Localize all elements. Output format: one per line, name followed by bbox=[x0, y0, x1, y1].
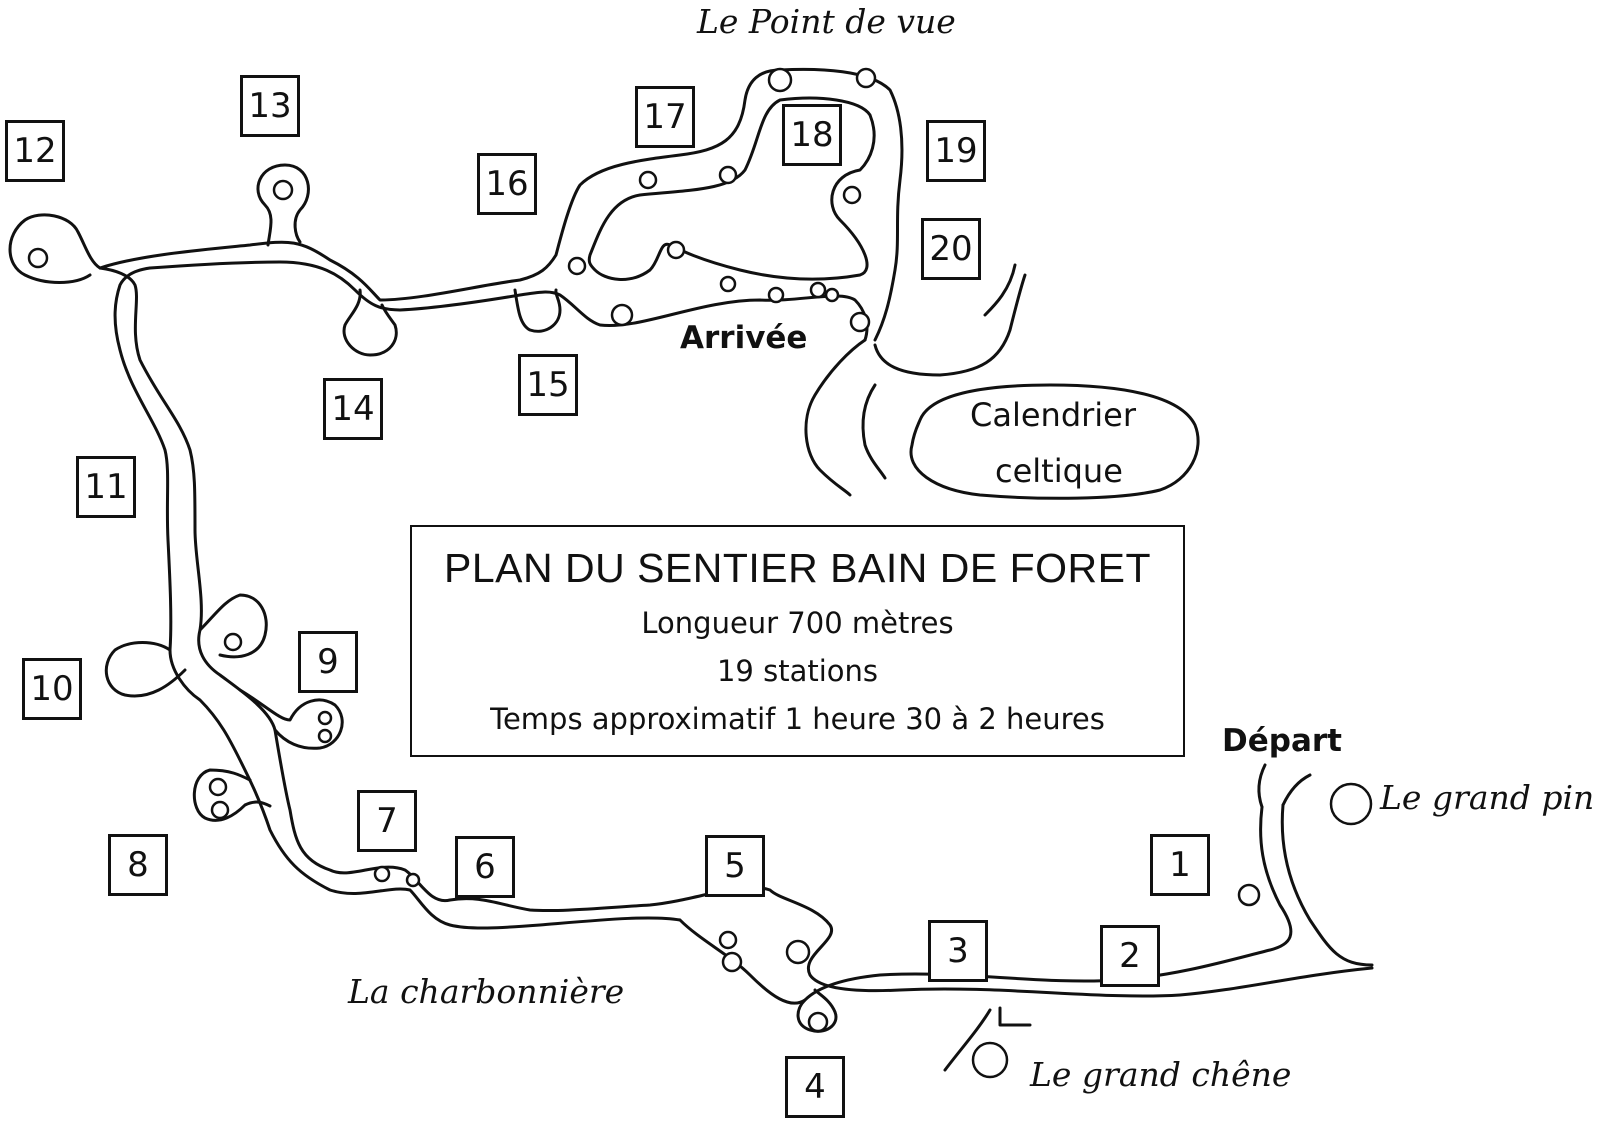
station-16: 16 bbox=[477, 153, 537, 215]
path-calendrier-lead bbox=[861, 383, 887, 480]
grand-chene-marker bbox=[971, 1041, 1009, 1079]
label-point-de-vue: Le Point de vue bbox=[697, 2, 956, 41]
station-3: 3 bbox=[928, 920, 988, 982]
path-depart-left bbox=[1257, 763, 1267, 809]
station-1: 1 bbox=[1150, 834, 1210, 896]
lobe-junction-top bbox=[198, 593, 268, 659]
lobe-15 bbox=[513, 288, 562, 333]
trail-upper-bottom bbox=[148, 260, 869, 342]
station-8: 8 bbox=[108, 834, 168, 896]
trail-length: Longueur 700 mètres bbox=[641, 606, 954, 640]
info-box: PLAN DU SENTIER BAIN DE FORET Longueur 7… bbox=[410, 525, 1185, 757]
label-arrivee: Arrivée bbox=[680, 320, 808, 356]
path-grand-chene-2 bbox=[998, 1006, 1032, 1027]
station-10: 10 bbox=[22, 658, 82, 720]
spur-13 bbox=[256, 163, 310, 247]
lobe-10 bbox=[104, 641, 187, 698]
station-11: 11 bbox=[76, 456, 136, 518]
station-12: 12 bbox=[5, 120, 65, 182]
path-calendrier-right bbox=[873, 273, 1027, 377]
path-down-right bbox=[983, 263, 1017, 317]
label-depart: Départ bbox=[1222, 723, 1342, 759]
station-19: 19 bbox=[926, 120, 986, 182]
lobe-12 bbox=[8, 213, 102, 284]
path-calendrier-left bbox=[804, 338, 867, 497]
trail-upper-top bbox=[98, 67, 904, 342]
lobe-14 bbox=[342, 288, 398, 357]
station-18: 18 bbox=[782, 104, 842, 166]
label-calendrier-line1: Calendrier bbox=[970, 396, 1137, 434]
station-6: 6 bbox=[455, 836, 515, 898]
station-7: 7 bbox=[357, 790, 417, 852]
label-calendrier-line2: celtique bbox=[995, 452, 1123, 490]
station-17: 17 bbox=[635, 86, 695, 148]
station-14: 14 bbox=[323, 378, 383, 440]
label-grand-pin: Le grand pin bbox=[1380, 778, 1595, 817]
calendrier-celtique-outline bbox=[909, 383, 1200, 500]
station-20: 20 bbox=[921, 218, 981, 280]
path-grand-chene bbox=[943, 1008, 992, 1072]
label-charbonniere: La charbonnière bbox=[348, 972, 625, 1011]
tree-markers bbox=[27, 67, 1373, 1079]
lobe-9 bbox=[238, 688, 344, 750]
approx-duration: Temps approximatif 1 heure 30 à 2 heures bbox=[490, 702, 1105, 736]
path-depart-right bbox=[1281, 773, 1312, 807]
trail-inner-loop bbox=[587, 96, 876, 281]
trail-edge-lower bbox=[113, 266, 1293, 1005]
label-grand-chene: Le grand chêne bbox=[1030, 1055, 1292, 1094]
station-2: 2 bbox=[1100, 925, 1160, 987]
map-title: PLAN DU SENTIER BAIN DE FORET bbox=[443, 545, 1152, 591]
lobe-4 bbox=[796, 988, 838, 1033]
lobe-8 bbox=[192, 768, 272, 822]
station-9: 9 bbox=[298, 631, 358, 693]
station-13: 13 bbox=[240, 75, 300, 137]
station-4: 4 bbox=[785, 1056, 845, 1118]
station-15: 15 bbox=[518, 354, 578, 416]
station-count: 19 stations bbox=[716, 654, 879, 688]
grand-pin-marker bbox=[1329, 782, 1373, 826]
station-5: 5 bbox=[705, 835, 765, 897]
